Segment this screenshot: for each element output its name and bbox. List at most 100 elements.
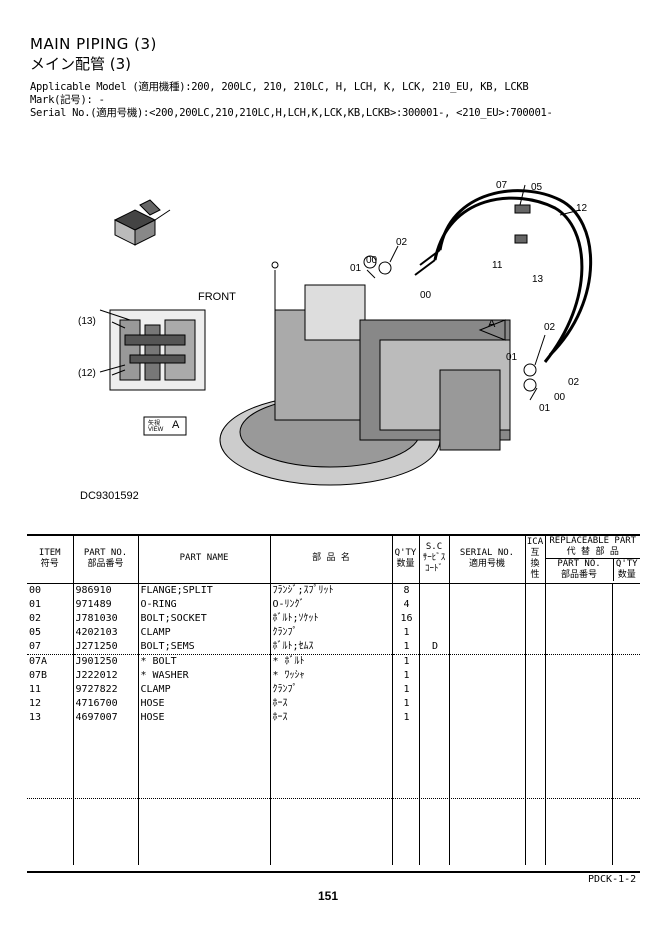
part-no-cell: J271250 <box>72 639 138 654</box>
empty-cell <box>418 808 449 823</box>
part-name-cell: FLANGE;SPLIT <box>137 583 270 598</box>
part-name-cell: O-RING <box>137 597 270 612</box>
empty-cell <box>391 780 419 795</box>
item-cell: 00 <box>29 584 42 596</box>
serial-cell <box>448 668 525 683</box>
empty-cell <box>137 724 270 739</box>
callout-a: A <box>488 318 496 330</box>
empty-cell <box>137 794 270 809</box>
empty-cell <box>611 794 640 809</box>
rp-part-no-cell <box>544 653 612 669</box>
ica-cell <box>524 611 545 626</box>
part-name-jp-cell: ﾎﾞﾙﾄ;ｿｹｯﾄ <box>269 611 392 626</box>
empty-cell <box>611 752 640 767</box>
empty-cell <box>611 836 640 851</box>
table-row-empty <box>27 780 640 795</box>
rp-qty-cell <box>611 583 640 598</box>
empty-cell <box>524 724 545 739</box>
empty-cell <box>544 836 612 851</box>
empty-cell <box>524 794 545 809</box>
table-row-empty <box>27 822 640 837</box>
table-row-empty <box>27 724 640 739</box>
empty-cell <box>448 752 525 767</box>
empty-cell <box>27 837 73 851</box>
item-cell: 07B <box>29 669 48 681</box>
empty-cell <box>269 738 392 753</box>
empty-cell <box>137 738 270 753</box>
rp-qty-cell <box>611 682 640 697</box>
empty-cell <box>448 822 525 837</box>
rp-qty-cell <box>611 597 640 612</box>
ica-cell <box>524 583 545 598</box>
table-row-empty <box>27 850 640 865</box>
sc-cell <box>418 682 449 697</box>
excavator-icon <box>113 199 171 246</box>
empty-cell <box>27 725 73 739</box>
serial-cell <box>448 696 525 711</box>
empty-cell <box>418 738 449 753</box>
empty-cell <box>391 808 419 823</box>
empty-cell <box>72 836 138 851</box>
part-no-cell: 986910 <box>72 583 138 598</box>
empty-cell <box>27 753 73 767</box>
part-no-cell: J222012 <box>72 668 138 683</box>
serial-line: Serial No.(適用号機):<200,200LC,210,210LC,H,… <box>30 107 553 119</box>
empty-cell <box>391 794 419 809</box>
empty-cell <box>544 794 612 809</box>
sc-cell <box>418 597 449 612</box>
empty-cell <box>269 822 392 837</box>
serial-cell <box>448 611 525 626</box>
empty-cell <box>611 808 640 823</box>
col-part-name-jp: 部 品 名 <box>269 535 392 584</box>
empty-cell <box>524 808 545 823</box>
empty-cell <box>27 809 73 823</box>
part-name-cell: * WASHER <box>137 668 270 683</box>
diagram-drawing <box>99 184 593 486</box>
empty-cell <box>269 780 392 795</box>
part-no-cell: 4202103 <box>72 625 138 640</box>
empty-cell <box>418 724 449 739</box>
item-cell: 11 <box>29 683 42 695</box>
qty-cell: 1 <box>391 682 419 697</box>
empty-cell <box>137 766 270 781</box>
sc-cell <box>418 696 449 711</box>
callout-01a: 01 <box>350 263 362 274</box>
ica-cell <box>524 710 545 725</box>
empty-cell <box>448 724 525 739</box>
empty-cell <box>448 738 525 753</box>
part-name-cell: HOSE <box>137 696 270 711</box>
callout-00c: 00 <box>554 392 566 403</box>
part-name-cell: CLAMP <box>137 682 270 697</box>
part-name-jp-cell: ﾎｰｽ <box>269 696 392 711</box>
rp-part-no-cell <box>544 668 612 683</box>
empty-cell <box>544 752 612 767</box>
item-cell: 07A <box>27 653 73 669</box>
part-name-jp-cell: * ﾜｯｼｬ <box>269 668 392 683</box>
sc-cell <box>418 710 449 725</box>
ica-cell <box>524 639 545 654</box>
empty-cell <box>611 738 640 753</box>
empty-cell <box>448 780 525 795</box>
rp-part-no-cell <box>544 625 612 640</box>
qty-cell: 8 <box>391 583 419 598</box>
rp-qty-cell <box>611 668 640 683</box>
item-cell: 07 <box>29 640 42 652</box>
page-title: MAIN PIPING (3) <box>30 35 157 53</box>
qty-cell: 16 <box>391 611 419 626</box>
empty-cell <box>137 808 270 823</box>
empty-cell <box>27 795 73 809</box>
applicable-model: Applicable Model (適用機種):200, 200LC, 210,… <box>30 81 529 93</box>
view-label-jp: 矢視 <box>148 421 161 427</box>
empty-cell <box>391 766 419 781</box>
callout-01c: 01 <box>539 403 551 414</box>
part-name-cell: BOLT;SOCKET <box>137 611 270 626</box>
rp-qty-cell <box>611 696 640 711</box>
sc-cell <box>418 611 449 626</box>
diagram-code: DC9301592 <box>80 490 139 502</box>
empty-cell <box>27 767 73 781</box>
